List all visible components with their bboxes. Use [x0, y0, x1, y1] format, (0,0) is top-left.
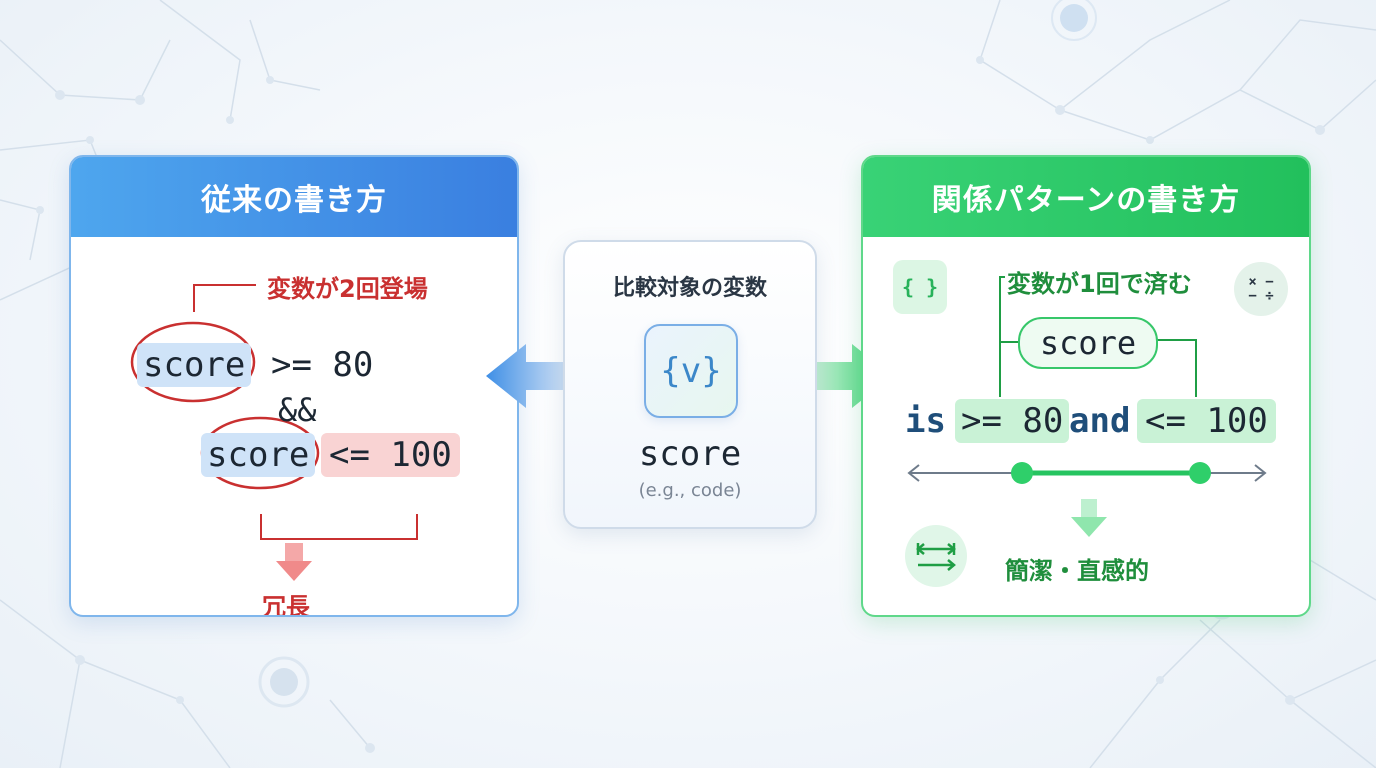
math-operators-icon: × − − ÷ — [1234, 262, 1288, 316]
is-keyword: is — [905, 401, 946, 441]
variable-once-label: 変数が1回で済む — [1007, 270, 1192, 298]
pattern-connector-lines — [907, 276, 1267, 537]
down-arrow-icon — [1071, 499, 1107, 537]
variable-icon: {v} — [644, 324, 738, 418]
ge-80-pattern: >= 80 — [955, 399, 1070, 443]
relational-pattern-panel: 関係パターンの書き方 { } × − — [861, 155, 1311, 617]
range-start-point — [1011, 462, 1033, 484]
le-100-pattern: <= 100 — [1137, 399, 1276, 443]
width-range-icon — [905, 525, 967, 587]
relational-pattern-body: { } × − − ÷ 変数が1回で済む score is >= 80 and … — [863, 237, 1309, 615]
comparison-variable-card: 比較対象の変数 {v} score (e.g., code) — [563, 240, 817, 529]
score-variable-first: score — [137, 343, 252, 387]
range-end-point — [1189, 462, 1211, 484]
traditional-syntax-title: 従来の書き方 — [71, 157, 517, 237]
variable-appears-twice-label: 変数が2回登場 — [267, 275, 428, 303]
comparison-variable-title: 比較対象の変数 — [612, 276, 767, 301]
range-number-line — [907, 462, 1267, 484]
ge-80-expression: >= 80 — [271, 345, 374, 385]
left-arrow-icon — [486, 344, 566, 408]
variable-example-note: (e.g., code) — [638, 480, 742, 501]
first-score-circle — [130, 321, 256, 403]
down-arrow-icon — [276, 543, 312, 581]
redundant-label: 冗長 — [262, 593, 310, 617]
score-variable-second: score — [201, 433, 316, 477]
le-100-expression: <= 100 — [321, 433, 460, 477]
code-braces-icon: { } — [893, 260, 947, 314]
variable-name: score — [638, 434, 742, 474]
traditional-syntax-body: 変数が2回登場 score >= 80 && score <= 100 冗長 — [71, 237, 517, 615]
concise-intuitive-label: 簡潔・直感的 — [1005, 557, 1149, 585]
and-keyword: and — [1069, 401, 1131, 441]
and-operator: && — [278, 391, 317, 429]
relational-pattern-title: 関係パターンの書き方 — [863, 157, 1309, 237]
score-variable-pill: score — [1018, 317, 1158, 369]
traditional-syntax-panel: 従来の書き方 変数が2回登場 score >= 80 && score <= 1… — [69, 155, 519, 617]
